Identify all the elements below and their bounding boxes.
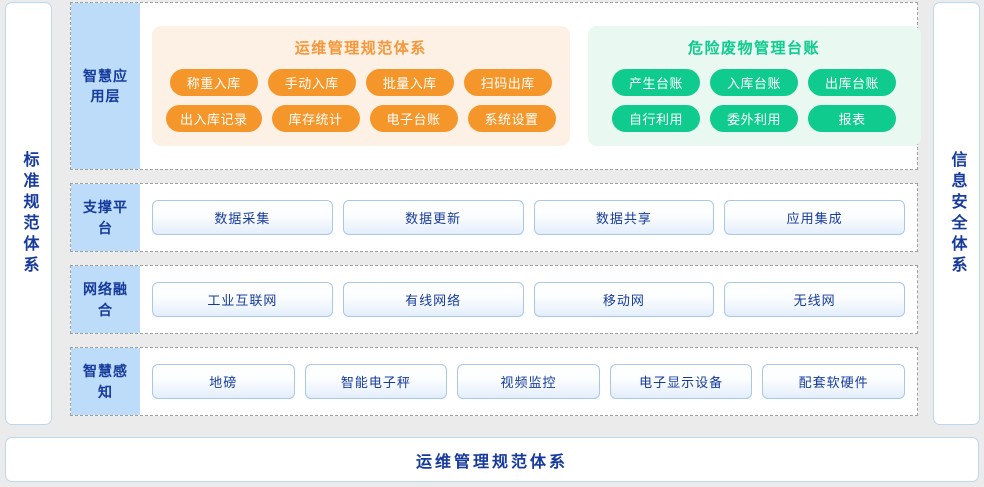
panel-ops-row-2: 出入库记录 库存统计 电子台账 系统设置 bbox=[166, 105, 556, 132]
layer-label-cell-support-platform: 支撑平台 bbox=[71, 184, 140, 251]
button-mobile-network[interactable]: 移动网 bbox=[533, 282, 715, 317]
pill-manual-in[interactable]: 手动入库 bbox=[267, 69, 356, 96]
panel-title-hazardous-waste: 危险废物管理台账 bbox=[688, 40, 821, 57]
left-side-bar-label: 标准规范体系 bbox=[20, 150, 38, 277]
layer-stack: 智慧应用层 运维管理规范体系 称重入库 手动入库 批量入库 扫码出库 bbox=[70, 2, 921, 416]
layer-label-cell-smart-sensing: 智慧感知 bbox=[71, 348, 140, 415]
pill-weigh-in[interactable]: 称重入库 bbox=[169, 69, 258, 96]
button-data-update[interactable]: 数据更新 bbox=[342, 200, 524, 235]
layer-network-convergence: 网络融合 工业互联网 有线网络 移动网 无线网 bbox=[70, 265, 918, 334]
panel-title-ops-management: 运维管理规范体系 bbox=[294, 40, 427, 57]
pill-batch-in[interactable]: 批量入库 bbox=[365, 69, 454, 96]
bottom-bar-ops-standards: 运维管理规范体系 bbox=[5, 437, 979, 482]
pill-scan-out[interactable]: 扫码出库 bbox=[463, 69, 552, 96]
layer-smart-sensing: 智慧感知 地磅 智能电子秤 视频监控 电子显示设备 配套软硬件 bbox=[70, 347, 918, 416]
pill-inventory-stats[interactable]: 库存统计 bbox=[271, 105, 360, 132]
button-wired-network[interactable]: 有线网络 bbox=[342, 282, 524, 317]
button-industrial-internet[interactable]: 工业互联网 bbox=[152, 282, 333, 317]
layer-label-text: 支撑平台 bbox=[83, 199, 128, 236]
right-side-bar-security: 信息安全体系 bbox=[933, 2, 980, 425]
button-supporting-hardware-software[interactable]: 配套软硬件 bbox=[762, 364, 905, 399]
button-application-integration[interactable]: 应用集成 bbox=[724, 200, 905, 235]
layer-support-platform: 支撑平台 数据采集 数据更新 数据共享 应用集成 bbox=[70, 183, 918, 252]
layer-body-network-convergence: 工业互联网 有线网络 移动网 无线网 bbox=[140, 266, 917, 333]
layer-body-smart-sensing: 地磅 智能电子秤 视频监控 电子显示设备 配套软硬件 bbox=[140, 348, 917, 415]
panel-hazardous-waste-ledger: 危险废物管理台账 产生台账 入库台账 出库台账 自行利用 委外利用 报表 bbox=[587, 26, 921, 146]
button-electronic-display-device[interactable]: 电子显示设备 bbox=[609, 364, 753, 399]
button-weighbridge[interactable]: 地磅 bbox=[152, 364, 295, 399]
support-platform-buttons: 数据采集 数据更新 数据共享 应用集成 bbox=[150, 200, 907, 235]
pill-system-settings[interactable]: 系统设置 bbox=[467, 105, 556, 132]
layer-label-text: 智慧应用层 bbox=[83, 67, 128, 104]
panel-ops-row-1: 称重入库 手动入库 批量入库 扫码出库 bbox=[169, 69, 552, 96]
panel-waste-row-2: 自行利用 委外利用 报表 bbox=[612, 105, 897, 132]
pill-inout-record[interactable]: 出入库记录 bbox=[166, 105, 262, 132]
button-video-surveillance[interactable]: 视频监控 bbox=[457, 364, 600, 399]
pill-inbound-ledger[interactable]: 入库台账 bbox=[710, 69, 799, 96]
network-convergence-buttons: 工业互联网 有线网络 移动网 无线网 bbox=[150, 282, 907, 317]
pill-outbound-ledger[interactable]: 出库台账 bbox=[808, 69, 897, 96]
pill-self-use[interactable]: 自行利用 bbox=[612, 105, 701, 132]
pill-outsourced-use[interactable]: 委外利用 bbox=[710, 105, 799, 132]
pill-electronic-ledger[interactable]: 电子台账 bbox=[369, 105, 458, 132]
right-side-bar-label: 信息安全体系 bbox=[948, 150, 966, 277]
layer-smart-application: 智慧应用层 运维管理规范体系 称重入库 手动入库 批量入库 扫码出库 bbox=[70, 2, 921, 170]
button-smart-electronic-scale[interactable]: 智能电子秤 bbox=[304, 364, 448, 399]
layer-label-cell-smart-application: 智慧应用层 bbox=[71, 3, 140, 169]
pill-reports[interactable]: 报表 bbox=[808, 105, 897, 132]
panel-ops-management: 运维管理规范体系 称重入库 手动入库 批量入库 扫码出库 出入库记录 库存统计 … bbox=[152, 26, 570, 146]
button-data-collection[interactable]: 数据采集 bbox=[152, 200, 333, 235]
layer-body-smart-application: 运维管理规范体系 称重入库 手动入库 批量入库 扫码出库 出入库记录 库存统计 … bbox=[140, 3, 933, 169]
layer-label-cell-network-convergence: 网络融合 bbox=[71, 266, 140, 333]
layer-body-support-platform: 数据采集 数据更新 数据共享 应用集成 bbox=[140, 184, 917, 251]
button-wireless-network[interactable]: 无线网 bbox=[724, 282, 905, 317]
smart-sensing-buttons: 地磅 智能电子秤 视频监控 电子显示设备 配套软硬件 bbox=[150, 364, 907, 399]
left-side-bar-standards: 标准规范体系 bbox=[5, 2, 52, 425]
layer-label-text: 网络融合 bbox=[83, 281, 128, 318]
layer-label-text: 智慧感知 bbox=[83, 363, 128, 400]
bottom-bar-label: 运维管理规范体系 bbox=[415, 453, 568, 471]
button-data-sharing[interactable]: 数据共享 bbox=[533, 200, 715, 235]
panel-waste-row-1: 产生台账 入库台账 出库台账 bbox=[612, 69, 897, 96]
application-panels: 运维管理规范体系 称重入库 手动入库 批量入库 扫码出库 出入库记录 库存统计 … bbox=[150, 26, 923, 146]
pill-generation-ledger[interactable]: 产生台账 bbox=[612, 69, 701, 96]
